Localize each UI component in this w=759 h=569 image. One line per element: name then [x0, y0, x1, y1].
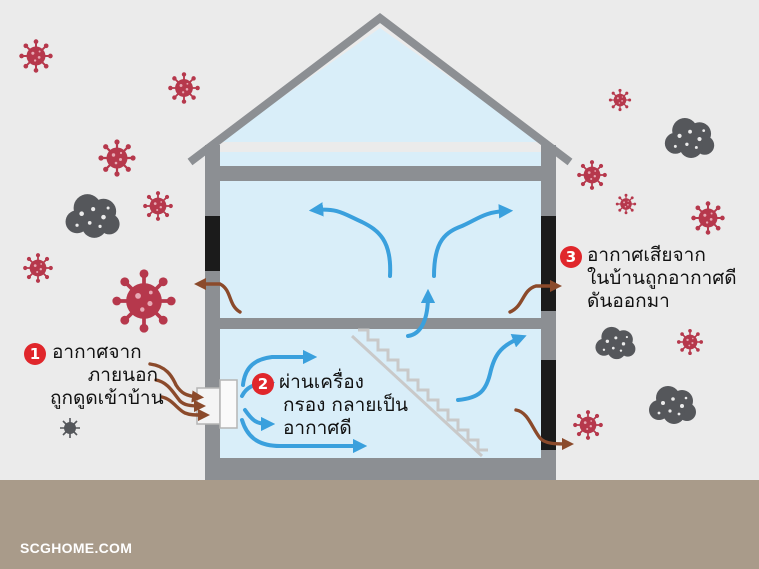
interior	[219, 152, 542, 458]
attic-floor	[219, 166, 541, 181]
step-3-line-1: อากาศเสียจาก	[587, 244, 706, 266]
step-1-label: อากาศจาก ภายนอก ถูกดูดเข้าบ้าน	[50, 341, 190, 410]
step-1-line-1: อากาศจาก	[52, 341, 142, 363]
step-3-line-3: ดันออกมา	[587, 290, 670, 312]
step-3-line-2: ในบ้านถูกอากาศดี	[587, 267, 737, 289]
foundation-floor	[205, 458, 556, 480]
left-wall	[205, 145, 220, 480]
step-3-badge: 3	[560, 246, 582, 268]
lower-right-vent-icon	[541, 360, 556, 450]
ground	[0, 480, 759, 569]
step-2-line-1: ผ่านเครื่อง	[279, 371, 364, 393]
attic-space	[219, 28, 542, 142]
staircase-icon	[350, 328, 488, 458]
roof	[187, 12, 573, 166]
house	[187, 12, 573, 480]
step-1-line-2: ภายนอก	[87, 364, 158, 386]
brand-watermark: SCGHOME.COM	[20, 540, 133, 556]
step-1-badge: 1	[24, 343, 46, 365]
step-1-line-3: ถูกดูดเข้าบ้าน	[50, 387, 164, 409]
step-2-badge: 2	[252, 373, 274, 395]
fresh-air-flow	[240, 202, 527, 454]
step-2-line-2: กรอง กลายเป็น	[283, 394, 408, 416]
upper-left-vent-icon	[205, 216, 220, 271]
middle-floor	[219, 318, 541, 329]
upper-right-vent-icon	[541, 216, 556, 311]
step-2-line-3: อากาศดี	[283, 417, 352, 439]
step-2-label: ผ่านเครื่อง กรอง กลายเป็น อากาศดี	[279, 371, 408, 440]
step-3-label: อากาศเสียจาก ในบ้านถูกอากาศดี ดันออกมา	[587, 244, 737, 313]
small-dark-virus-icon	[60, 418, 80, 438]
polluted-air-flow	[148, 277, 575, 451]
